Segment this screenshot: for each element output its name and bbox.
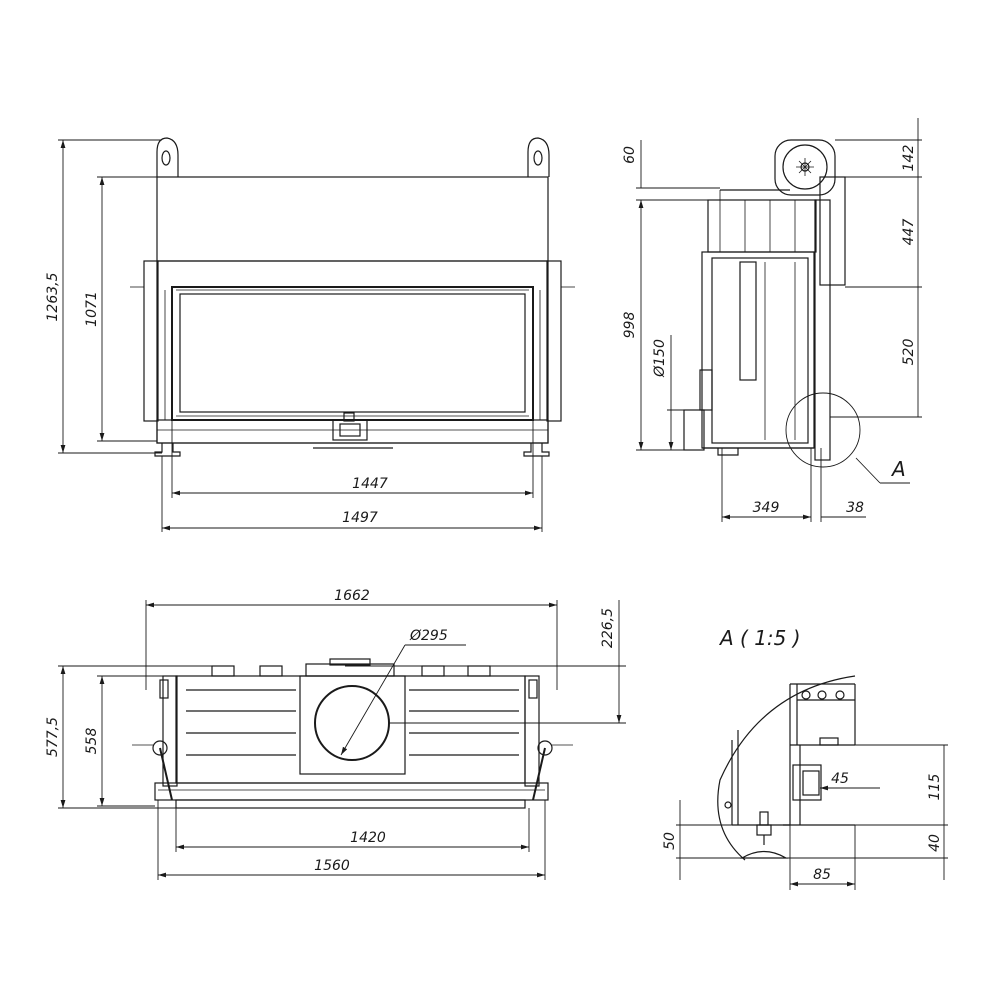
front-height-body: 1071 (84, 291, 100, 327)
side-dim-998: 998 (622, 312, 638, 339)
detail-view: A ( 1:5 ) 45 115 (662, 626, 948, 890)
detail-dim-85: 85 (813, 867, 831, 883)
detail-marker-a: A (890, 457, 906, 481)
side-dim-150: Ø150 (652, 339, 668, 378)
top-width-1662: 1662 (334, 588, 370, 604)
side-dim-520: 520 (901, 339, 917, 366)
top-depth-558: 558 (84, 728, 100, 755)
side-dim-447: 447 (901, 219, 917, 246)
detail-dim-50: 50 (662, 832, 678, 850)
detail-title: A ( 1:5 ) (718, 626, 801, 650)
top-view: 1662 Ø295 226,5 577,5 558 1420 1560 (45, 588, 626, 880)
front-height-total: 1263,5 (45, 272, 61, 321)
front-width-inner: 1447 (352, 476, 388, 492)
top-flue-diameter: Ø295 (409, 628, 448, 644)
top-dim-226: 226,5 (600, 608, 616, 648)
side-dim-38: 38 (846, 500, 864, 516)
detail-dim-45: 45 (831, 771, 849, 787)
top-depth-577: 577,5 (45, 717, 61, 757)
front-view: 1263,5 1071 1447 1497 (45, 137, 575, 532)
side-dim-349: 349 (753, 500, 780, 516)
side-dim-60: 60 (622, 146, 638, 164)
top-width-1560: 1560 (314, 858, 350, 874)
top-width-1420: 1420 (350, 830, 386, 846)
detail-dim-40: 40 (927, 834, 943, 852)
front-width-outer: 1497 (342, 510, 378, 526)
side-dim-142: 142 (901, 145, 917, 172)
side-view: A 142 447 520 60 998 Ø150 349 38 (622, 118, 922, 522)
detail-dim-115: 115 (927, 774, 943, 801)
